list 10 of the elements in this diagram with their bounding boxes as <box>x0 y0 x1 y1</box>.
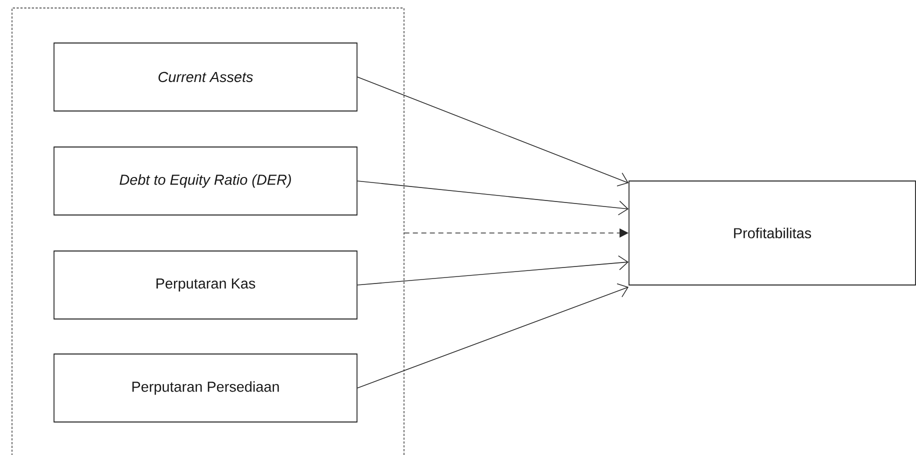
outcome-box: Profitabilitas <box>628 180 916 286</box>
variable-box: Debt to Equity Ratio (DER) <box>54 146 358 216</box>
group-frame <box>12 8 404 455</box>
arrow <box>357 180 629 216</box>
variable-box: Current Assets <box>54 42 358 112</box>
arrow <box>357 76 629 186</box>
variable-box: Perputaran Kas <box>54 250 358 320</box>
arrow <box>357 255 629 286</box>
variable-box: Perputaran Persediaan <box>54 354 358 422</box>
arrow <box>357 283 629 388</box>
